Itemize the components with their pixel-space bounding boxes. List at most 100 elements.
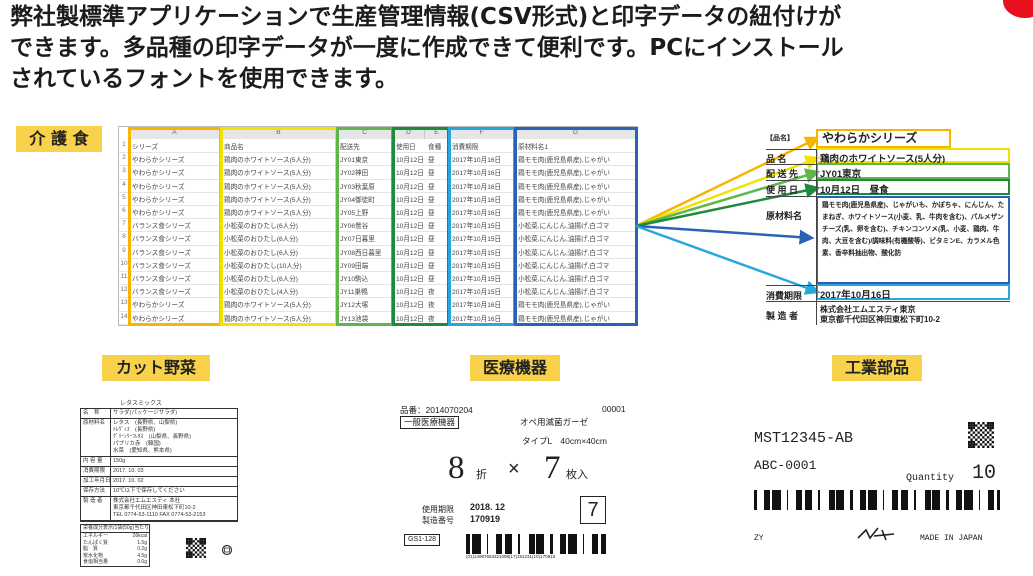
table-cell: JY09田端 <box>340 262 369 270</box>
ind-quantity-value: 10 <box>972 462 997 485</box>
med-barcode-text: (01)14987654321098(17)181231(10)170919 <box>466 554 556 559</box>
table-cell: JY06鶯谷 <box>340 223 369 231</box>
table-cell: JY07日暮里 <box>340 236 375 244</box>
table-cell: 2017年10月15日 <box>452 236 502 244</box>
table-cell: バランス食シリーズ <box>132 249 191 257</box>
headline: 弊社製標準アプリケーションで生産管理情報(CSV形式)と印字データの紐付けが で… <box>10 2 1000 95</box>
table-cell: JY05上野 <box>340 210 369 217</box>
label-ingredients-box <box>816 196 1010 284</box>
column-header: 食種 <box>428 144 442 151</box>
ind-quantity-label: Quantity <box>906 473 955 484</box>
ind-sub-number: ABC-0001 <box>754 458 817 473</box>
med-count-number: 7 <box>544 450 561 486</box>
table-cell: 鶏肉のホワイトソース(5人分) <box>224 170 311 178</box>
row-number: 12 <box>120 286 128 294</box>
table-cell: 10月12日 <box>396 276 423 283</box>
label-key-expiry: 消費期限 <box>766 291 803 301</box>
label-date-value: 10月12日 昼食 <box>820 185 889 196</box>
med-type: タイプL 40cm×40cm <box>522 436 607 446</box>
row-number: 6 <box>122 207 126 214</box>
table-cell: バランス食シリーズ <box>132 223 191 231</box>
med-serial: 00001 <box>602 404 626 414</box>
table-cell: やわらかシリーズ <box>132 302 185 310</box>
table-cell: 10月12日 <box>396 196 423 204</box>
table-cell: 小松菜,にんじん,油揚げ,白ゴマ <box>518 236 610 244</box>
table-cell: バランス食シリーズ <box>132 276 191 283</box>
table-cell: 鶏モモ肉(鹿児島県産),じゃがい <box>518 170 610 178</box>
tag-care-food: 介 護 食 <box>16 126 102 152</box>
column-header: 使用日 <box>396 144 416 151</box>
ind-qr-code <box>968 422 994 448</box>
label-ingredients-value: 鶏モモ肉(鹿児島県産)、じゃがいも、かぼちゃ、にんじん、たまねぎ、ホワイトソース… <box>822 202 1005 257</box>
med-category-badge: 一般医療機器 <box>400 416 460 429</box>
table-cell: 昼 <box>428 196 435 204</box>
label-key-dest: 配 送 先 <box>766 169 799 179</box>
nutrient-value: 4.5g <box>137 552 147 559</box>
label-key-ingredients: 原材料名 <box>766 211 803 221</box>
table-cell: バランス食シリーズ <box>132 262 191 270</box>
cut-info-row: 原材料名レタス (長野県、山梨県) ﾄﾚｳﾞｨｽ (長野県) ｸﾞﾘｰﾝﾘｰﾌﾚ… <box>81 419 237 457</box>
cut-info-row: 名 称サラダ(パッケージサラダ) <box>81 409 237 419</box>
table-cell: 小松菜,にんじん,油揚げ,白ゴマ <box>518 223 610 231</box>
table-cell: 2017年10月16日 <box>452 183 502 191</box>
label-key-date: 使 用 日 <box>766 185 799 195</box>
med-fold-unit: 折 <box>476 469 487 481</box>
cut-info-key: 加工年月日 <box>83 477 111 486</box>
table-cell: 夜 <box>428 315 435 323</box>
table-cell: 昼 <box>428 183 435 191</box>
table-cell: 昼 <box>428 210 435 217</box>
cut-info-value: 150g <box>113 458 126 464</box>
ind-part-number: MST12345-AB <box>754 430 854 447</box>
table-cell: JY08西日暮里 <box>340 249 382 257</box>
table-cell: 2017年10月16日 <box>452 315 502 323</box>
column-highlight <box>128 127 222 326</box>
row-number: 5 <box>122 193 126 201</box>
label-key-name: 品 名 <box>766 154 787 164</box>
table-cell: 鶏肉のホワイトソース(5人分) <box>224 302 311 310</box>
table-cell: 鶏肉のホワイトソース(5人分) <box>224 157 311 165</box>
table-cell: 10月12日 <box>396 183 423 191</box>
table-cell: 昼 <box>428 236 435 244</box>
table-cell: 2017年10月16日 <box>452 302 502 310</box>
column-highlight <box>336 127 394 326</box>
table-cell: 鶏モモ肉(鹿児島県産),じゃがい <box>518 302 610 310</box>
row-number: 10 <box>120 259 128 267</box>
medical-device-label: 品番：2014070204 00001 一般医療機器 オペ用滅菌ガーゼ タイプL… <box>400 400 634 568</box>
label-name-value: 鶏肉のホワイトソース(5人分) <box>820 154 946 165</box>
table-cell: 2017年10月16日 <box>452 157 502 165</box>
label-series-box: やわらかシリーズ <box>816 129 951 148</box>
table-cell: 昼 <box>428 262 435 270</box>
table-cell: 鶏モモ肉(鹿児島県産),じゃがい <box>518 210 610 217</box>
table-cell: JY01東京 <box>340 157 369 165</box>
nutrient-value: 26kcal <box>132 533 147 539</box>
nutrient-name: 脂 質 <box>83 546 99 552</box>
med-count-unit: 枚入 <box>566 469 588 481</box>
table-cell: 小松菜のおひたし(6人分) <box>224 276 298 283</box>
table-cell: JY02神田 <box>340 170 369 178</box>
table-cell: 2017年10月15日 <box>452 249 502 257</box>
table-cell: 昼 <box>428 249 435 257</box>
med-boxed-number: 7 <box>580 496 606 524</box>
table-cell: 2017年10月15日 <box>452 289 502 297</box>
label-dest-value: JY01東京 <box>820 169 862 180</box>
table-cell: やわらかシリーズ <box>132 210 185 217</box>
headline-line-3: されているフォントを使用できます。 <box>10 66 399 92</box>
column-letter: D <box>393 127 425 139</box>
label-expiry-box <box>816 284 1010 300</box>
table-cell: 鶏肉のホワイトソース(5人分) <box>224 183 311 191</box>
label-series: やわらかシリーズ <box>822 131 918 145</box>
row-number: 13 <box>120 299 128 307</box>
cut-info-row: 製 造 者株式会社エムエスティ 本社 東京都千代田区神田東松下町10-2 TEL… <box>81 497 237 521</box>
cut-info-key: 内 容 量 <box>81 457 111 466</box>
table-cell: 小松菜,にんじん,油揚げ,白ゴマ <box>518 276 610 283</box>
table-cell: JY11巣鴨 <box>340 289 368 297</box>
label-maker-address: 東京都千代田区神田東松下町10-2 <box>820 315 941 324</box>
table-cell: JY13池袋 <box>340 315 369 323</box>
table-cell: 小松菜のおひたし(6人分) <box>224 249 298 257</box>
med-product: オペ用滅菌ガーゼ <box>520 417 589 427</box>
row-number: 4 <box>122 180 126 188</box>
